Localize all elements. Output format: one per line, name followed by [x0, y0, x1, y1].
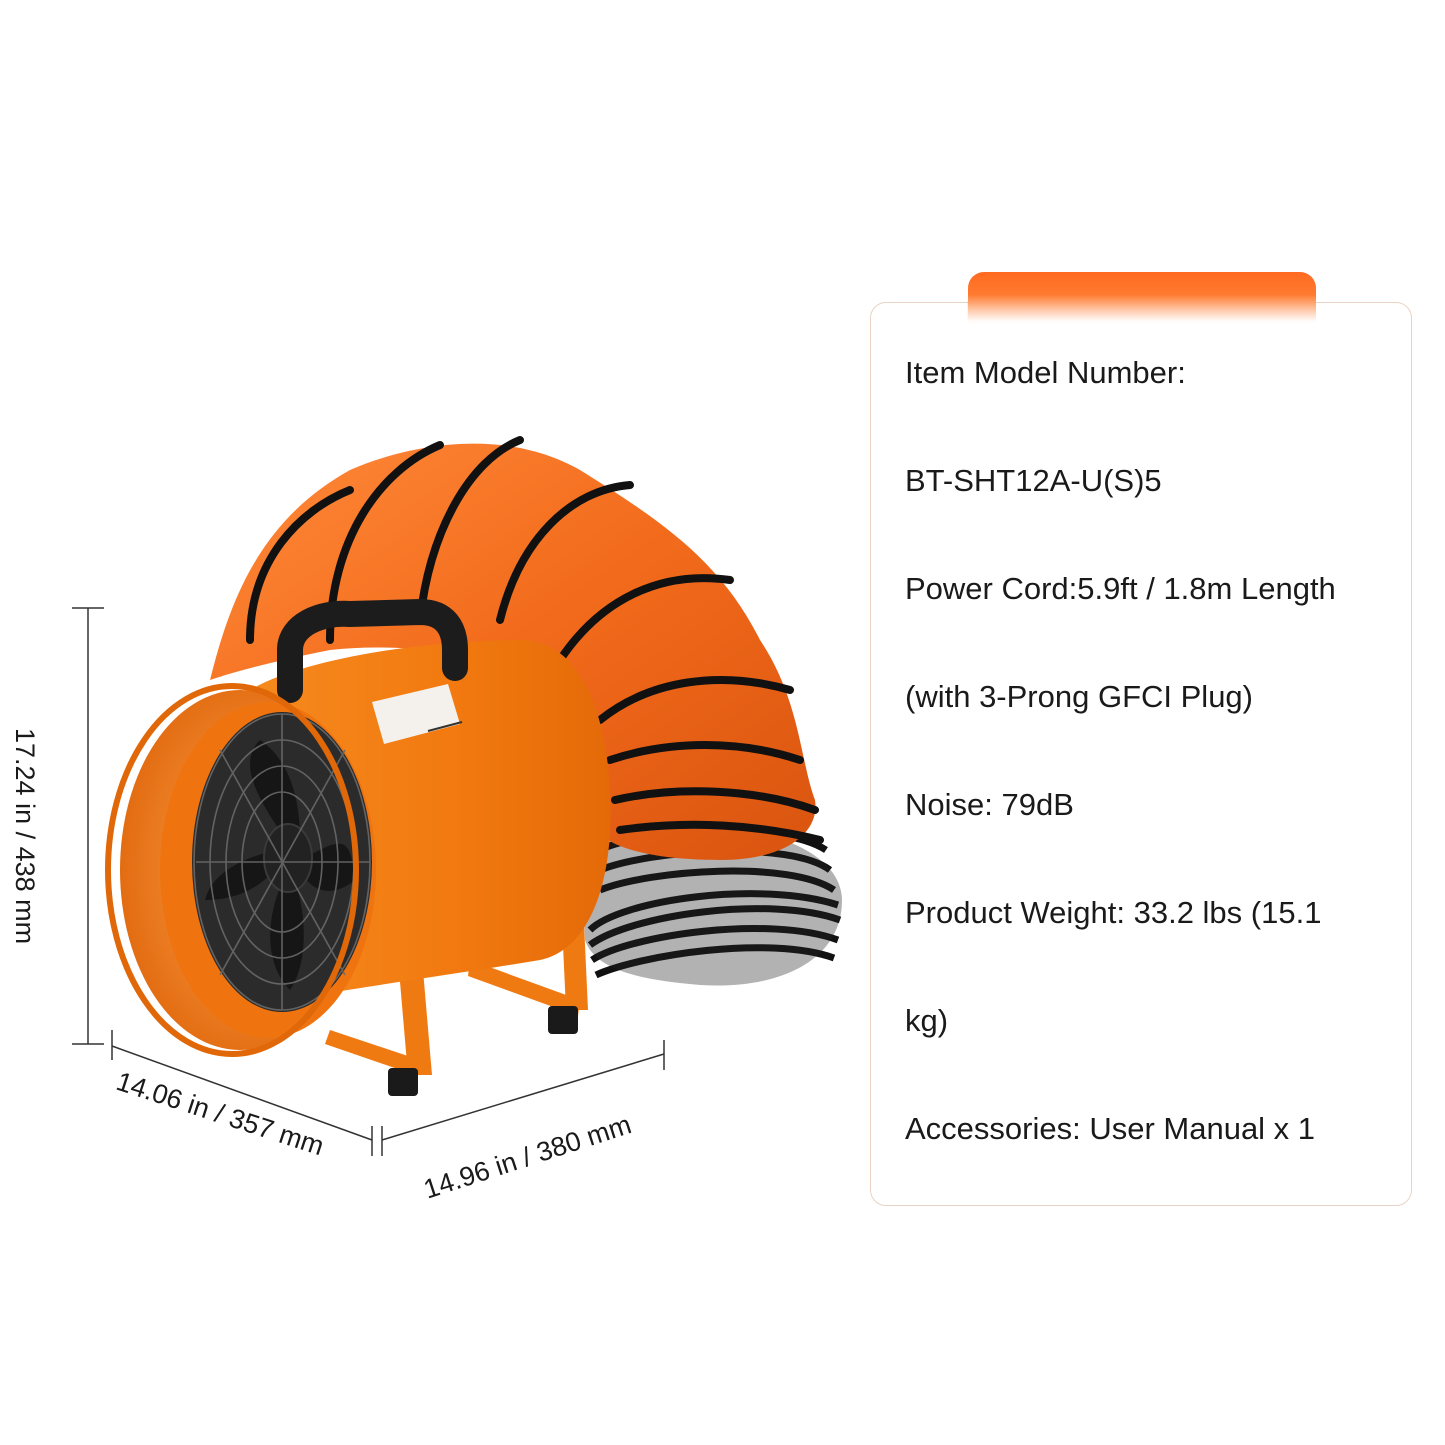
spec-weight: Product Weight: 33.2 lbs (15.1 [905, 895, 1322, 930]
hose-coil-base [580, 821, 842, 986]
spec-power-cord: Power Cord:5.9ft / 1.8m Length [905, 571, 1336, 606]
spec-weight-cont: kg) [905, 1003, 949, 1038]
spec-noise: Noise: 79dB [905, 787, 1074, 822]
dimension-lines [72, 607, 665, 1156]
spec-model-label: Item Model Number: [905, 355, 1186, 390]
product-label-sticker [372, 684, 463, 744]
handle[interactable] [277, 598, 468, 703]
spec-power-cord-plug: (with 3-Prong GFCI Plug) [905, 679, 1253, 714]
height-dimension-label: 17.24 in / 438 mm [10, 728, 40, 945]
spec-model-value: BT-SHT12A-U(S)5 [905, 463, 1162, 498]
spec-accessories: Accessories: User Manual x 1 [905, 1111, 1316, 1146]
fan-illustration [72, 436, 842, 1156]
spec-card-header-tab [968, 272, 1316, 322]
fan-grille [193, 713, 371, 1011]
spec-card: Item Model Number: BT-SHT12A-U(S)5 Power… [870, 301, 1412, 1206]
product-image: 17.24 in / 438 mm 14.06 in / 357 mm 14.9… [10, 436, 842, 1205]
